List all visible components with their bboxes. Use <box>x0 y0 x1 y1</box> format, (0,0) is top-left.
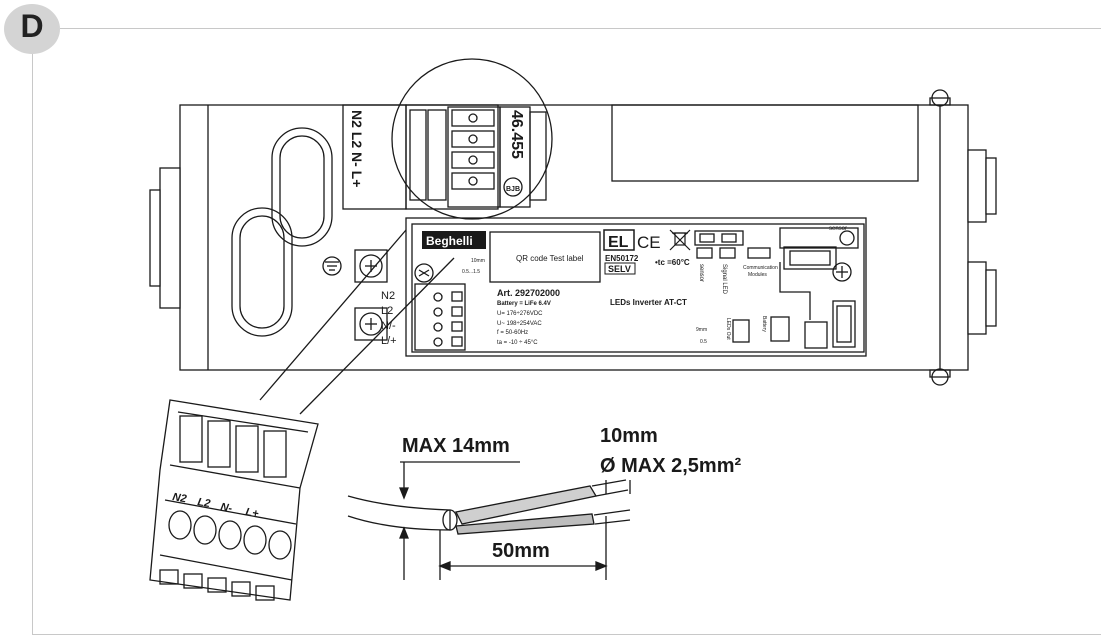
dimension-lines <box>399 461 631 580</box>
leds-out-text: LEDs Out <box>725 318 731 340</box>
battery-text: Battery <box>761 316 767 332</box>
panel-frame-top <box>60 28 1101 29</box>
wire-section-label: Ø MAX 2,5mm² <box>600 455 741 477</box>
strip-range-text: 0.5...1.5 <box>462 269 480 275</box>
qr-label-text: QR code Test label <box>516 254 584 263</box>
terminal-label-text: N2 L2 N- L+ <box>349 110 365 187</box>
selv-text: SELV <box>608 264 631 274</box>
selv-box <box>604 262 636 275</box>
module-screw <box>414 263 434 283</box>
u-ac-text: U~ 198÷254VAC <box>497 321 542 327</box>
battery-connector <box>770 300 856 349</box>
weee-bin-icon <box>669 229 691 251</box>
brand-logo: Beghelli <box>426 234 473 248</box>
zoomed-connector <box>149 399 319 601</box>
panel-frame-bottom <box>32 634 1101 635</box>
standard-text: EN50172 <box>605 254 639 263</box>
terminal-block <box>405 104 547 210</box>
qr-label-box <box>489 231 601 283</box>
strip-length-label: 10mm <box>600 425 658 447</box>
connector-pin-l-plus: L+ <box>244 506 260 520</box>
leader-line-2 <box>299 257 455 415</box>
panel-frame-left <box>32 54 33 634</box>
pin-label-l-plus: L/+ <box>381 335 397 347</box>
connector-pin-l2: L2 <box>196 496 211 510</box>
brand-plate <box>422 231 486 249</box>
el-box <box>603 229 635 251</box>
inverter-module-inner <box>411 223 865 353</box>
communication-text: Communication <box>743 265 778 271</box>
ground-screw <box>354 249 388 283</box>
sensor-module <box>779 227 859 320</box>
strip2-mm-text: 9mm <box>696 327 707 333</box>
ground-symbol <box>322 256 342 276</box>
leds-out-connector <box>732 319 750 343</box>
terminal-part-code: 46.455 <box>508 110 525 159</box>
magnify-circle <box>391 58 553 220</box>
mounting-slots <box>231 127 333 337</box>
ta-text: ta = -10 ÷ 45°C <box>497 340 538 346</box>
sensor-connectors <box>694 230 771 259</box>
input-connector <box>414 283 466 351</box>
panel-badge <box>4 4 60 54</box>
sensor-vertical-text: sensor <box>698 264 704 282</box>
pin-label-l2: L2 <box>381 305 393 317</box>
connector-pin-n2: N2 <box>171 491 187 505</box>
panel-label: D <box>20 8 44 44</box>
modules-text: Modules <box>748 272 767 278</box>
label-plate <box>611 104 919 182</box>
tc-text: •tc =60°C <box>655 258 690 267</box>
u-dc-text: U= 176÷276VDC <box>497 311 543 317</box>
product-name-text: LEDs Inverter AT-CT <box>610 298 687 307</box>
sensor-top-text: sensor <box>829 226 847 232</box>
el-mark: EL <box>608 234 629 251</box>
housing-body <box>149 89 997 386</box>
article-text: Art. 292702000 <box>497 288 560 298</box>
battery-spec-text: Battery = LiFe 6.4V <box>497 301 551 307</box>
signal-led-text: Signal LED <box>721 264 727 295</box>
strip-mm-text: 10mm <box>471 258 485 264</box>
pin-label-n2: N2 <box>381 290 395 302</box>
max-diameter-label: MAX 14mm <box>402 435 510 457</box>
inverter-module <box>405 217 867 357</box>
freq-text: f = 50-60Hz <box>497 330 528 336</box>
sheath-strip-label: 50mm <box>492 540 550 562</box>
strip2-range-text: 0.5 <box>700 339 707 345</box>
leader-line-1 <box>259 229 407 401</box>
connector-pin-n-minus: N- <box>219 501 233 515</box>
ce-mark: CE <box>637 233 661 252</box>
pin-label-n-minus: N/- <box>381 320 396 332</box>
mounting-screw <box>354 307 388 341</box>
cable <box>347 479 631 535</box>
bjb-mark: BJB <box>506 186 520 193</box>
